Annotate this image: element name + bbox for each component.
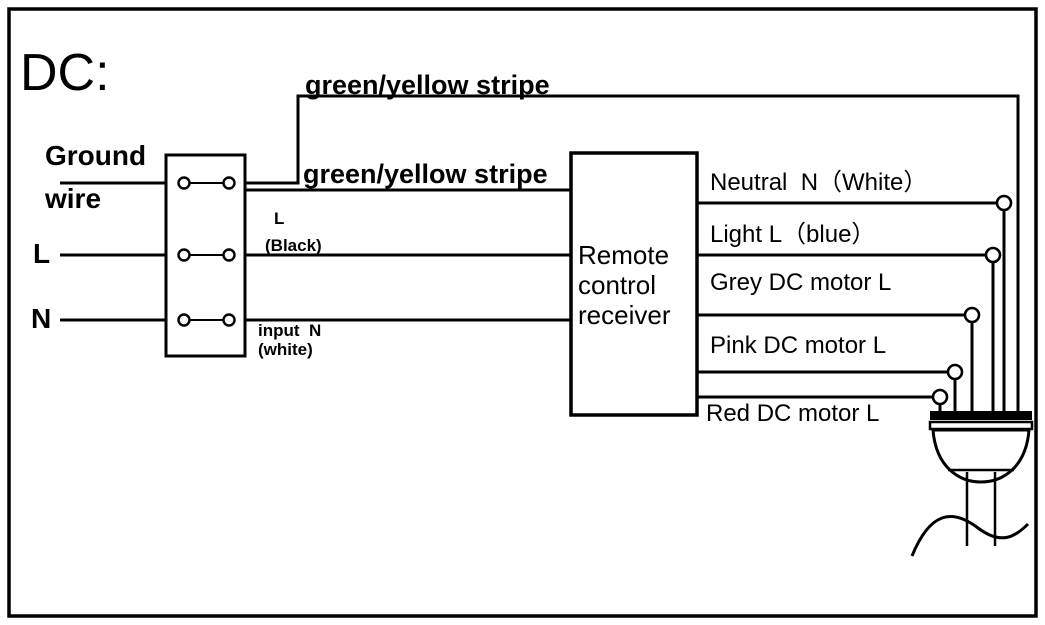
wire-label-ground-lower: green/yellow stripe	[303, 159, 548, 189]
page-title: DC:	[20, 44, 110, 102]
output-label-pink-motor: Pink DC motor L	[710, 332, 887, 359]
output-node-light	[984, 246, 1002, 264]
input-label-live: L	[33, 238, 51, 269]
receiver-label-line3: receiver	[578, 300, 671, 330]
wire-label-live-color: (Black)	[265, 236, 322, 255]
wire-label-neutral-color: (white)	[258, 340, 313, 359]
input-label-ground-line1: Ground	[45, 140, 147, 171]
terminal-contact-2b	[222, 248, 236, 262]
receiver-box	[569, 151, 699, 417]
receiver-label-line1: Remote	[578, 240, 670, 270]
output-label-red-motor: Red DC motor L	[706, 400, 880, 427]
terminal-contact-2a	[177, 248, 191, 262]
output-node-pink-motor	[946, 363, 964, 381]
input-label-ground-line2: wire	[45, 183, 102, 214]
wire-label-ground-upper: green/yellow stripe	[305, 70, 550, 100]
terminal-contact-3b	[222, 313, 236, 327]
wire-label-neutral: input N	[258, 321, 322, 340]
ground-wire-branch-up	[246, 94, 1020, 415]
diagram-border	[7, 7, 1038, 618]
wire-label-live: L	[274, 209, 285, 228]
terminal-contact-1a	[177, 176, 191, 190]
output-node-grey-motor	[963, 306, 981, 324]
ceiling-fan-motor-icon	[910, 411, 1034, 557]
output-label-light: Light L（blue）	[710, 221, 876, 248]
output-label-grey-motor: Grey DC motor L	[710, 269, 892, 296]
input-label-neutral: N	[31, 303, 52, 334]
output-label-neutral: Neutral N（White）	[710, 169, 928, 196]
receiver-label-line2: control	[578, 270, 657, 300]
output-node-red-motor	[931, 388, 949, 406]
terminal-contact-3a	[177, 313, 191, 327]
terminal-contact-1b	[222, 176, 236, 190]
output-node-neutral	[995, 194, 1013, 212]
